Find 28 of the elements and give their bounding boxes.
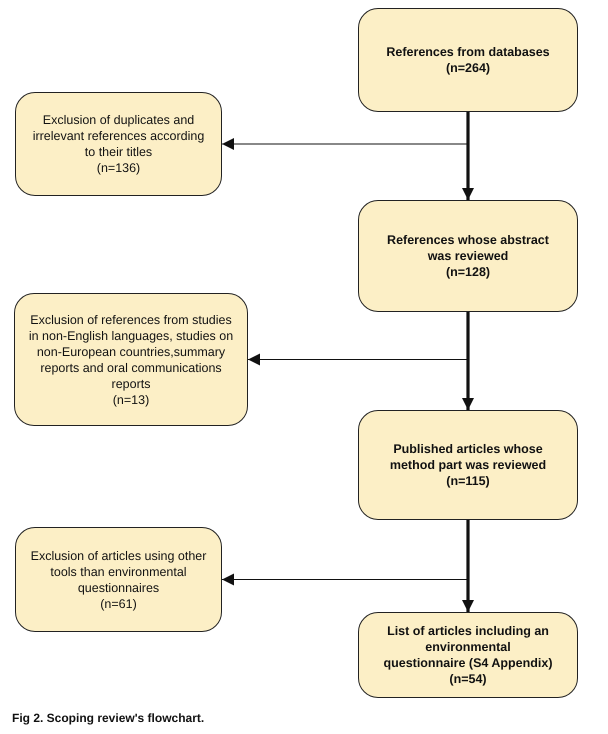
count-text: (n=136) [96, 160, 140, 176]
arrow [222, 520, 468, 586]
process-box [358, 410, 578, 520]
arrow [462, 312, 474, 410]
count-text: (n=13) [112, 392, 150, 408]
arrow [222, 112, 468, 150]
arrow [248, 312, 468, 366]
count-text: (n=264) [446, 60, 490, 76]
box-text: Exclusion of articles using other tools than environmental questionnaires [30, 548, 208, 596]
box-text: Published articles whose method part was reviewed [388, 441, 548, 473]
count-text: (n=54) [449, 671, 487, 687]
box-text: Exclusion of references from studies in non-English languages, studies on non-European countries,summary reports and oral communications reports [28, 312, 234, 392]
count-text: (n=128) [446, 264, 490, 280]
arrow [462, 112, 474, 200]
box-text: References whose abstract was reviewed [386, 232, 550, 264]
process-box [358, 612, 578, 698]
count-text: (n=61) [100, 596, 137, 612]
caption: Fig 2. Scoping review's flowchart. [12, 710, 204, 727]
count-text: (n=115) [446, 473, 490, 489]
process-box [15, 527, 222, 632]
box-text: References from databases [386, 44, 550, 60]
process-box [358, 200, 578, 312]
process-box [358, 8, 578, 112]
box-text: List of articles including an environmental questionnaire (S4 Appendix) [383, 623, 553, 671]
process-box [14, 293, 248, 426]
box-text: Exclusion of duplicates and irrelevant references according to their titles [32, 112, 206, 160]
arrow [462, 520, 474, 612]
process-box [15, 92, 222, 196]
